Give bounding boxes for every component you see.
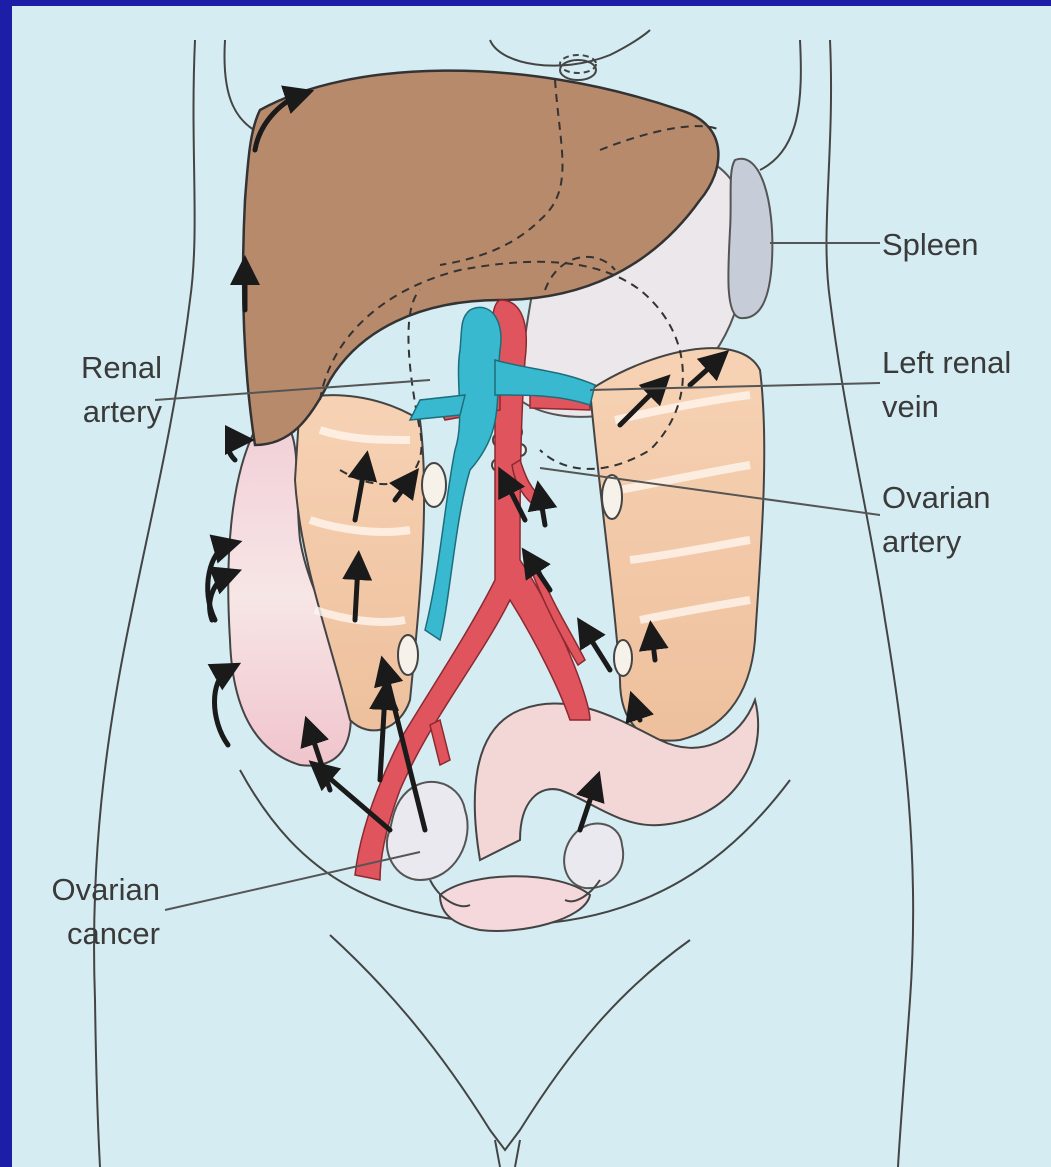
abdominal-anatomy-illustration bbox=[12, 6, 1051, 1167]
label-spleen: Spleen bbox=[882, 223, 979, 267]
spleen bbox=[728, 159, 772, 318]
label-left-renal-vein: Left renal vein bbox=[882, 341, 1011, 429]
uterus bbox=[440, 876, 590, 931]
label-renal-artery: Renal artery bbox=[50, 346, 162, 434]
label-ovarian-cancer: Ovarian cancer bbox=[22, 868, 160, 956]
diagram-frame: Spleen Renal artery Left renal vein Ovar… bbox=[12, 6, 1051, 1167]
label-ovarian-artery: Ovarian artery bbox=[882, 476, 991, 564]
oesophagus-icon bbox=[560, 55, 596, 80]
